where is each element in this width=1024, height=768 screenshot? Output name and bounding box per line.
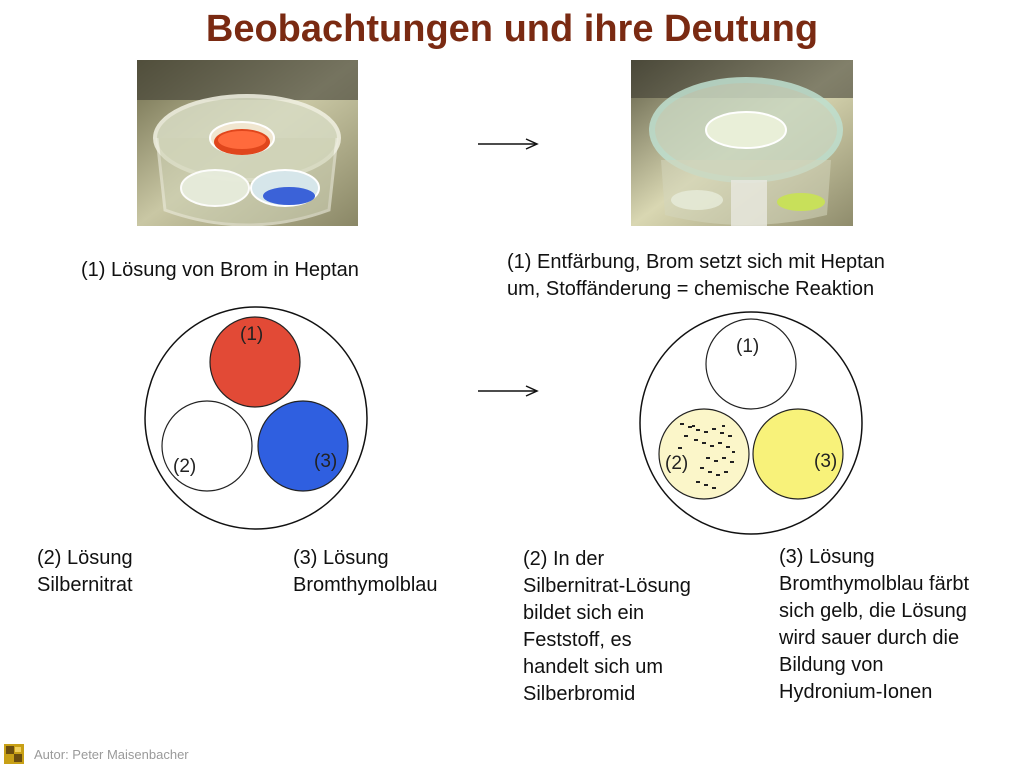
right-caption-2: (2) In der Silbernitrat-Lösung bildet si… [523, 546, 691, 708]
right-caption-1: (1) Entfärbung, Brom setzt sich mit Hept… [507, 249, 885, 303]
left-caption-2-line-1: (2) Lösung [37, 547, 133, 569]
right-caption-2-line-3: bildet sich ein [523, 602, 645, 624]
left-caption-2: (2) Lösung Silbernitrat [37, 545, 133, 599]
left-caption-3-line-1: (3) Lösung [293, 547, 389, 569]
right-caption-2-line-1: (2) In der [523, 548, 605, 570]
dish-1-white [705, 318, 797, 410]
right-caption-3-line-4: wird sauer durch die [779, 627, 960, 649]
right-caption-1-line-2: um, Stoffänderung = chemische Reaktion [507, 278, 875, 300]
right-caption-2-line-2: Silbernitrat-Lösung [523, 575, 691, 597]
arrow-right-icon [478, 385, 539, 397]
author-logo-icon [4, 744, 24, 764]
arrow-right-icon [478, 138, 539, 150]
dish-diagram-before: (1) (2) (3) [144, 306, 368, 530]
right-caption-3-line-3: sich gelb, die Lösung [779, 600, 967, 622]
right-caption-1-line-1: (1) Entfärbung, Brom setzt sich mit Hept… [507, 251, 885, 273]
precipitate-dots [678, 423, 735, 489]
right-caption-2-line-4: Feststoff, es [523, 629, 632, 651]
right-caption-3-line-5: Bildung von [779, 654, 884, 676]
dish-2-label: (2) [173, 456, 196, 477]
dish-1-red [209, 316, 301, 408]
dish-3-yellow [752, 408, 844, 500]
dish-2-white [161, 400, 253, 492]
left-caption-3-line-2: Bromthymolblau [293, 574, 438, 596]
right-caption-3-line-6: Hydronium-Ionen [779, 681, 933, 703]
dish-3-label: (3) [814, 451, 837, 472]
left-caption-3: (3) Lösung Bromthymolblau [293, 545, 438, 599]
dish-2-label: (2) [665, 453, 688, 474]
right-caption-3-line-2: Bromthymolblau färbt [779, 573, 970, 595]
right-caption-3: (3) Lösung Bromthymolblau färbt sich gel… [779, 544, 969, 706]
page-title: Beobachtungen und ihre Deutung [205, 8, 819, 50]
dish-3-blue [257, 400, 349, 492]
photo-before [137, 60, 358, 226]
right-caption-2-line-5: handelt sich um [523, 656, 664, 678]
dish-1-label: (1) [240, 324, 263, 345]
photo-after [631, 60, 853, 226]
dish-3-label: (3) [314, 451, 337, 472]
right-caption-3-line-1: (3) Lösung [779, 546, 875, 568]
dish-2-precipitate [658, 408, 750, 500]
dish-1-label: (1) [736, 336, 759, 357]
author-credit: Autor: Peter Maisenbacher [34, 747, 189, 762]
left-caption-2-line-2: Silbernitrat [37, 574, 133, 596]
dish-diagram-after: (1) (2) (3) [639, 311, 863, 535]
left-caption-1: (1) Lösung von Brom in Heptan [81, 259, 359, 281]
right-caption-2-line-6: Silberbromid [523, 683, 636, 705]
